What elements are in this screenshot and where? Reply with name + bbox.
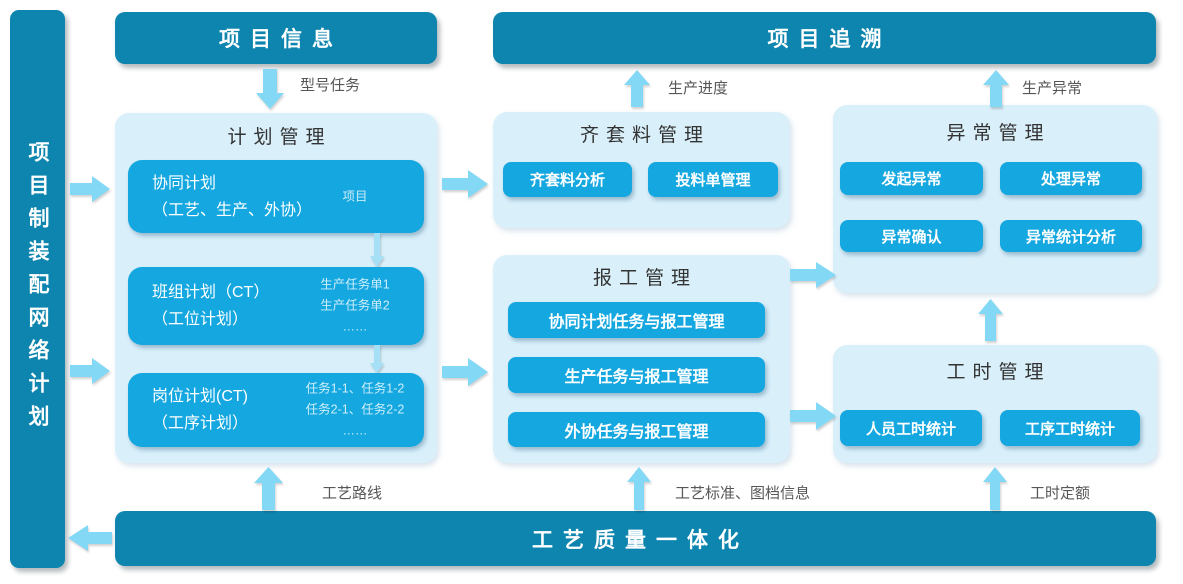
plan-box-line2: （工位计划） [152,311,249,328]
project-trace-title: 项目追溯 [767,28,892,51]
plan-box-line1: 协同计划 [152,174,217,192]
arrow-right-icon [790,402,836,430]
project-info-header: 项目信息 [115,12,437,64]
confirm-exception-button: 异常确认 [840,220,983,252]
left-bar-label: 项目制装配网络计划 [26,140,49,438]
plan-box-station: 岗位计划(CT) （工序计划） 任务1-1、任务1-2 任务2-1、任务2-2 … [128,373,424,447]
flow-label-production-progress: 生产进度 [668,80,729,97]
raise-exception-button: 发起异常 [840,162,983,195]
report-panel-title: 报工管理 [592,268,697,289]
hours-panel: 工时管理 人员工时统计 工序工时统计 [833,345,1157,463]
arrow-left-icon [68,525,112,551]
flow-label-process-route: 工艺路线 [322,485,383,502]
arrow-right-icon [70,176,110,202]
plan-box-line1: 班组计划（CT） [152,284,270,301]
arrow-up-icon [627,467,651,510]
process-hours-button: 工序工时统计 [1000,410,1140,446]
flow-label-model-task: 型号任务 [300,77,361,94]
material-panel: 齐套料管理 齐套料分析 投料单管理 [493,112,790,228]
plan-management-panel: 计划管理 协同计划 （工艺、生产、外协） 项目 班组计划（CT） （工位计划） … [115,113,437,463]
arrow-down-icon [370,345,384,373]
plan-box-line1: 岗位计划(CT) [152,388,248,405]
exception-panel: 异常管理 发起异常 处理异常 异常确认 异常统计分析 [833,105,1157,293]
hours-panel-title: 工时管理 [946,362,1051,383]
plan-box-team-text: 班组计划（CT） （工位计划） [152,267,269,345]
plan-box-station-side: 任务1-1、任务1-2 任务2-1、任务2-2 …… [305,381,405,438]
arrow-up-icon [624,70,650,107]
arrow-right-icon [790,262,836,288]
arrow-up-icon [978,299,1003,341]
left-vertical-bar: 项目制装配网络计划 [10,10,65,568]
arrow-right-icon [70,358,110,384]
report-panel: 报工管理 协同计划任务与报工管理 生产任务与报工管理 外协任务与报工管理 [493,255,790,463]
personnel-hours-button: 人员工时统计 [840,410,982,446]
arrow-up-icon [983,467,1007,510]
arrow-right-icon [442,358,488,386]
plan-panel-title: 计划管理 [227,127,332,148]
material-analysis-button: 齐套料分析 [503,162,632,197]
project-info-title: 项目信息 [219,28,343,51]
feed-order-button: 投料单管理 [648,162,778,197]
exception-panel-title: 异常管理 [946,123,1051,144]
process-quality-title: 工艺质量一体化 [532,528,749,552]
plan-box-line2: （工艺、生产、外协） [152,201,313,219]
collaborative-task-report-button: 协同计划任务与报工管理 [508,302,765,338]
arrow-down-icon [370,233,384,267]
outsource-task-report-button: 外协任务与报工管理 [508,412,765,447]
flow-label-hour-quota: 工时定额 [1030,485,1091,502]
process-quality-bar: 工艺质量一体化 [115,511,1156,566]
exception-stats-button: 异常统计分析 [1000,220,1142,252]
plan-box-collaborative: 协同计划 （工艺、生产、外协） 项目 [128,160,424,233]
production-task-report-button: 生产任务与报工管理 [508,357,765,393]
flow-label-process-standard-docs: 工艺标准、图档信息 [675,485,811,502]
flow-label-production-exception: 生产异常 [1022,80,1083,97]
plan-box-collaborative-side: 项目 [342,189,368,203]
arrow-down-icon [256,69,284,109]
arrow-up-icon [254,467,283,510]
arrow-right-icon [442,170,488,198]
material-panel-title: 齐套料管理 [579,125,710,146]
arrow-up-icon [983,70,1009,107]
plan-box-station-text: 岗位计划(CT) （工序计划） [152,373,248,447]
plan-box-line2: （工序计划） [152,415,249,432]
project-trace-header: 项目追溯 [493,12,1156,64]
plan-box-team-side: 生产任务单1 生产任务单2 …… [320,277,390,334]
handle-exception-button: 处理异常 [1000,162,1142,195]
plan-box-team: 班组计划（CT） （工位计划） 生产任务单1 生产任务单2 …… [128,267,424,345]
plan-box-collaborative-text: 协同计划 （工艺、生产、外协） [152,160,312,233]
